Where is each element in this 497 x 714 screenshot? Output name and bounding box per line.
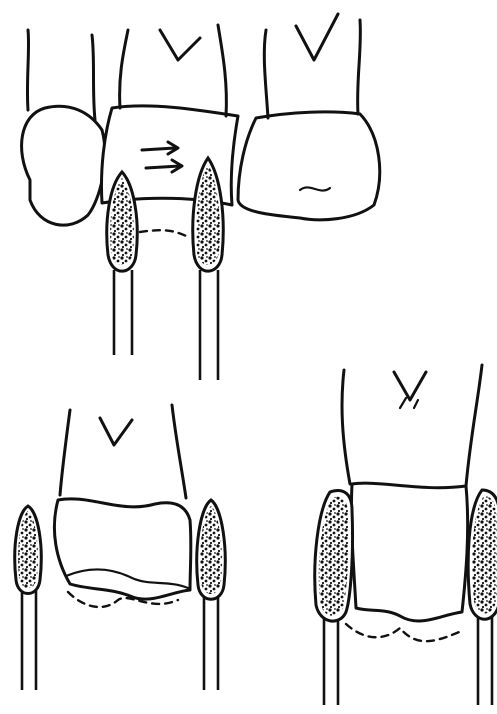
diamond-bur-icon bbox=[315, 491, 353, 705]
diamond-bur-icon bbox=[193, 158, 223, 380]
tooth-crown-bottom-right bbox=[351, 483, 467, 621]
diamond-bur-icon bbox=[197, 500, 225, 690]
left-tooth-top bbox=[22, 30, 105, 225]
diamond-bur-icon bbox=[468, 490, 497, 705]
bottom-right-panel bbox=[315, 365, 497, 705]
top-panel bbox=[22, 14, 380, 380]
bottom-left-panel bbox=[15, 405, 225, 690]
diamond-bur-icon bbox=[15, 506, 42, 690]
tooth-crown-bottom-left bbox=[54, 499, 190, 599]
diamond-bur-icon bbox=[107, 172, 137, 355]
right-tooth-top bbox=[238, 14, 380, 220]
